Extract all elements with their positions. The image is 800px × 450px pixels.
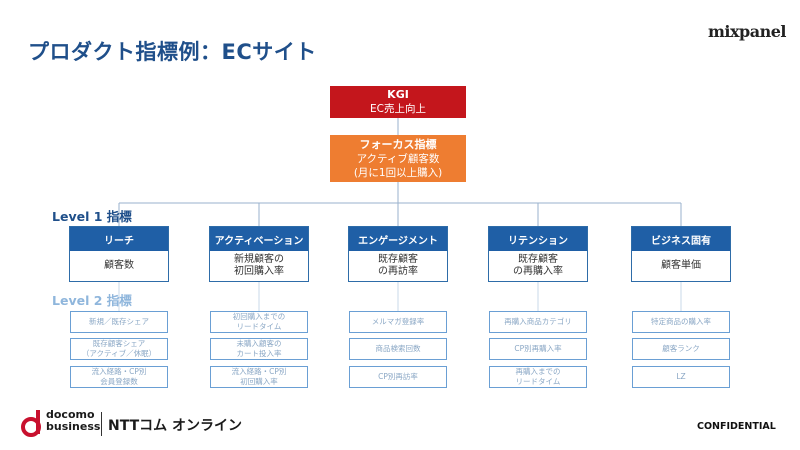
- level1-header: ビジネス固有: [632, 227, 730, 251]
- level2-box: 特定商品の購入率: [632, 311, 730, 333]
- level2-box: 再購入までのリードタイム: [489, 366, 587, 388]
- level2-line1: 新規／既存シェア: [89, 317, 149, 326]
- level2-line1: 初回購入までの: [232, 312, 286, 321]
- level1-retention-box: リテンション 既存顧客の再購入率: [488, 226, 588, 282]
- level1-header: リーチ: [70, 227, 168, 251]
- level2-box: 顧客ランク: [632, 338, 730, 360]
- level1-header: リテンション: [489, 227, 587, 251]
- docomo-business-logo: docomo business: [46, 409, 100, 433]
- footer-divider: [101, 412, 102, 436]
- mixpanel-logo: mixpanel: [708, 22, 787, 41]
- level2-box: 流入経路・CP別初回購入率: [210, 366, 308, 388]
- level2-line2: 会員登録数: [100, 377, 138, 386]
- level2-line1: 商品検索回数: [375, 344, 421, 353]
- level2-line1: メルマガ登録率: [371, 317, 425, 326]
- level1-line2: 初回購入率: [234, 266, 284, 277]
- kgi-text: EC売上向上: [370, 103, 426, 115]
- level2-line2: カート投入率: [236, 349, 282, 358]
- level2-label: Level 2 指標: [52, 293, 132, 308]
- level2-line1: 特定商品の購入率: [651, 317, 711, 326]
- level2-line1: LZ: [676, 372, 686, 381]
- level2-box: メルマガ登録率: [349, 311, 447, 333]
- kgi-box: KGI EC売上向上: [330, 86, 466, 118]
- level1-engagement-box: エンゲージメント 既存顧客の再訪率: [348, 226, 448, 282]
- level1-reach-box: リーチ 顧客数: [69, 226, 169, 282]
- level1-line2: の再購入率: [513, 266, 563, 277]
- level1-line2: の再訪率: [378, 266, 418, 277]
- level1-line1: 新規顧客の: [234, 254, 284, 265]
- level1-line1: 顧客数: [104, 260, 134, 271]
- kgi-heading: KGI: [387, 88, 409, 101]
- level2-line1: 既存顧客シェア: [92, 339, 146, 348]
- docomo-d-logo-icon: [21, 410, 41, 437]
- level1-header: アクティベーション: [210, 227, 308, 251]
- page-title: プロダクト指標例：ECサイト: [28, 40, 317, 64]
- level2-box: 初回購入までのリードタイム: [210, 311, 308, 333]
- level2-line1: 顧客ランク: [662, 344, 700, 353]
- level2-line1: 流入経路・CP別: [231, 367, 287, 376]
- level2-line1: 再購入商品カテゴリ: [504, 317, 572, 326]
- docomo-logo-line2: business: [46, 420, 101, 433]
- level2-line1: 再購入までの: [515, 367, 561, 376]
- focus-heading: フォーカス指標: [359, 137, 437, 151]
- level2-line2: リードタイム: [515, 377, 561, 386]
- company-name: NTTコム オンライン: [108, 418, 243, 434]
- level2-box: 既存顧客シェア（アクティブ／休眠）: [70, 338, 168, 360]
- level1-line1: 顧客単価: [661, 260, 701, 271]
- level2-line2: 初回購入率: [240, 377, 278, 386]
- level1-label: Level 1 指標: [52, 209, 132, 224]
- level2-box: 流入経路・CP別会員登録数: [70, 366, 168, 388]
- level2-box: LZ: [632, 366, 730, 388]
- level1-header: エンゲージメント: [349, 227, 447, 251]
- level2-box: CP別再購入率: [489, 338, 587, 360]
- docomo-logo-line1: docomo: [46, 408, 95, 421]
- level2-line2: リードタイム: [236, 322, 282, 331]
- level1-line1: 既存顧客: [378, 254, 418, 265]
- focus-line1: アクティブ顧客数: [356, 152, 440, 165]
- confidential-label: CONFIDENTIAL: [697, 421, 776, 432]
- level2-box: 商品検索回数: [349, 338, 447, 360]
- level2-box: 再購入商品カテゴリ: [489, 311, 587, 333]
- level2-box: 新規／既存シェア: [70, 311, 168, 333]
- level1-line1: 既存顧客: [518, 254, 558, 265]
- level1-activation-box: アクティベーション 新規顧客の初回購入率: [209, 226, 309, 282]
- level2-box: 未購入顧客のカート投入率: [210, 338, 308, 360]
- level2-line2: （アクティブ／休眠）: [81, 349, 157, 358]
- level2-line1: CP別再訪率: [378, 372, 418, 381]
- focus-metric-box: フォーカス指標 アクティブ顧客数 (月に1回以上購入): [330, 135, 466, 182]
- level2-line1: 流入経路・CP別: [91, 367, 147, 376]
- focus-line2: (月に1回以上購入): [353, 166, 443, 179]
- level1-business-box: ビジネス固有 顧客単価: [631, 226, 731, 282]
- level2-line1: 未購入顧客の: [236, 339, 282, 348]
- level2-box: CP別再訪率: [349, 366, 447, 388]
- level2-line1: CP別再購入率: [514, 344, 562, 353]
